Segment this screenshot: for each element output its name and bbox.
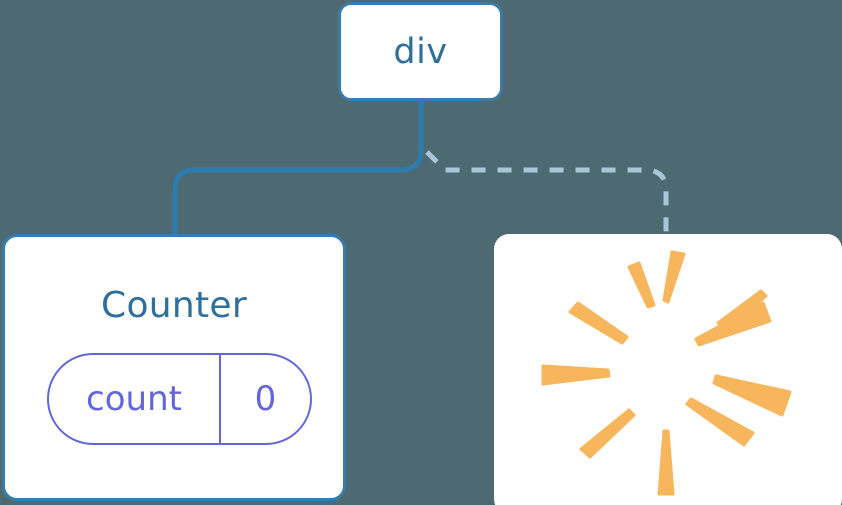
state-pill[interactable]: count 0 (47, 353, 312, 445)
ray-wnw (541, 364, 611, 386)
node-counter[interactable]: Counter count 0 (2, 234, 346, 501)
ray-ne (716, 289, 768, 332)
edge-root-to-counter (172, 98, 424, 239)
node-div-label: div (393, 31, 448, 72)
ray-nnw (627, 261, 656, 309)
ray-n (662, 250, 686, 304)
ray-ese (712, 374, 792, 417)
node-div[interactable]: div (338, 2, 503, 101)
node-counter-label: Counter (101, 285, 247, 326)
ray-wsw (579, 408, 636, 459)
state-value: 0 (254, 379, 277, 419)
edge-root-to-sparkle (425, 150, 669, 236)
state-key: count (49, 355, 221, 443)
node-sparkle[interactable] (494, 234, 842, 505)
ray-s (657, 429, 675, 496)
ray-nw (568, 301, 629, 345)
ray-sse (685, 397, 755, 447)
sparkle-burst-icon (541, 250, 792, 496)
